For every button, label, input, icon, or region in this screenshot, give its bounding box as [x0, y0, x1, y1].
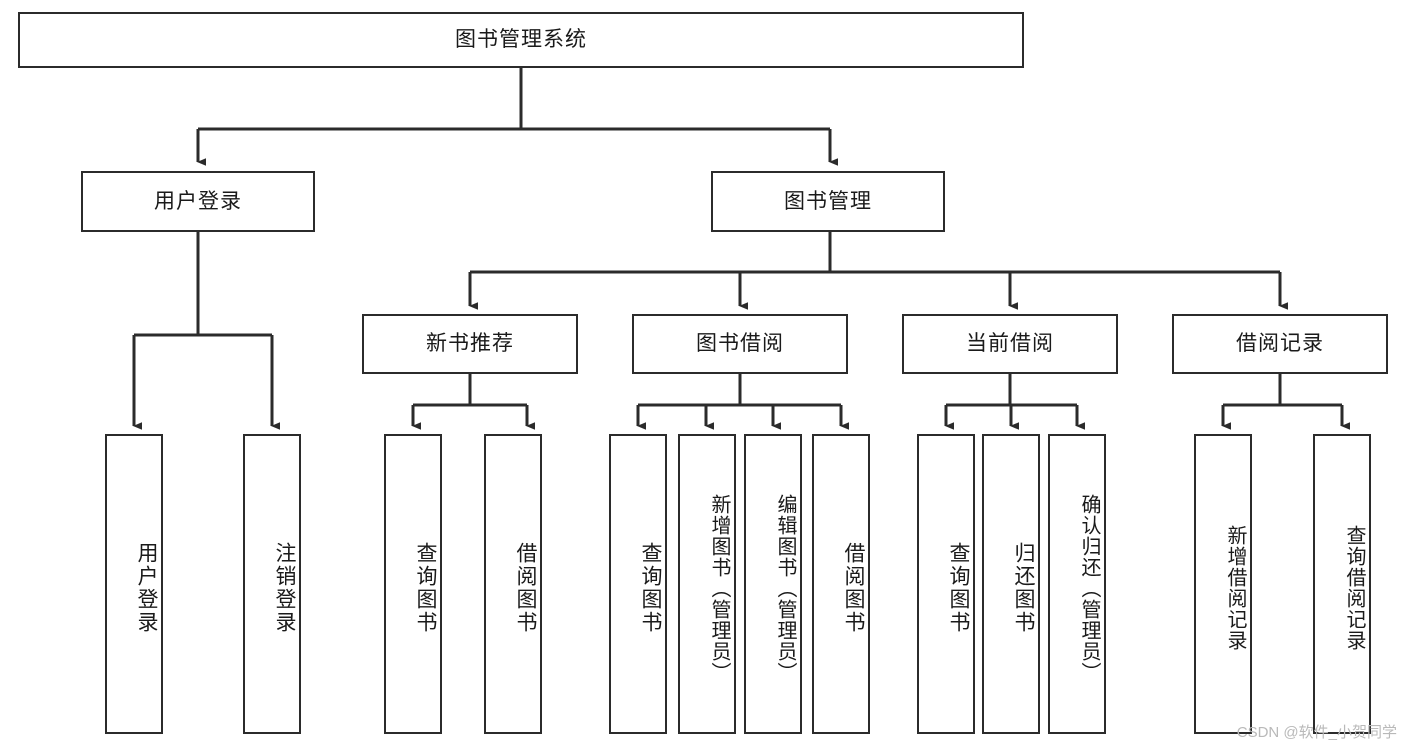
node-current-borrow[interactable]: 当前借阅: [902, 314, 1118, 374]
leaf-current-borrow-return-books[interactable]: 归还图书: [982, 434, 1040, 734]
leaf-current-borrow-confirm-return-admin[interactable]: 确认归还（管理员）: [1048, 434, 1106, 734]
node-book-management[interactable]: 图书管理: [711, 171, 945, 232]
leaf-book-borrow-add-book-admin[interactable]: 新增图书（管理员）: [678, 434, 736, 734]
leaf-new-book-query-books[interactable]: 查询图书: [384, 434, 442, 734]
leaf-borrow-record-query-record[interactable]: 查询借阅记录: [1313, 434, 1371, 734]
leaf-new-book-borrow-books[interactable]: 借阅图书: [484, 434, 542, 734]
node-borrow-record[interactable]: 借阅记录: [1172, 314, 1388, 374]
leaf-user-login-signout[interactable]: 注销登录: [243, 434, 301, 734]
node-book-borrow[interactable]: 图书借阅: [632, 314, 848, 374]
leaf-current-borrow-query-books[interactable]: 查询图书: [917, 434, 975, 734]
leaf-book-borrow-query-books[interactable]: 查询图书: [609, 434, 667, 734]
watermark-csdn: CSDN @软件_小贺同学: [1236, 724, 1397, 741]
leaf-book-borrow-borrow-books[interactable]: 借阅图书: [812, 434, 870, 734]
leaf-user-login-signin[interactable]: 用户登录: [105, 434, 163, 734]
leaf-borrow-record-add-record[interactable]: 新增借阅记录: [1194, 434, 1252, 734]
leaf-book-borrow-edit-book-admin[interactable]: 编辑图书（管理员）: [744, 434, 802, 734]
node-root-library-system[interactable]: 图书管理系统: [18, 12, 1024, 68]
node-user-login[interactable]: 用户登录: [81, 171, 315, 232]
node-new-book-recommend[interactable]: 新书推荐: [362, 314, 578, 374]
